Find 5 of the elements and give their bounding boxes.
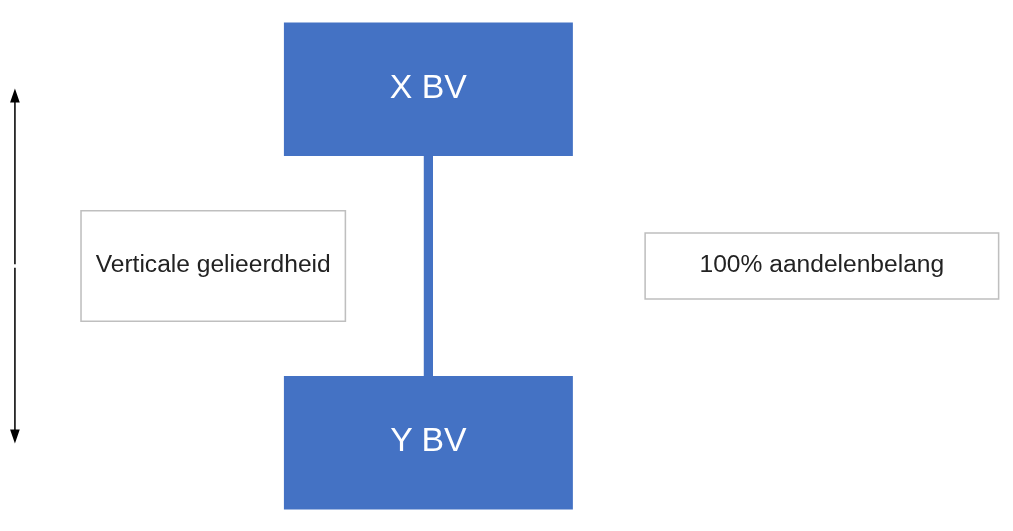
node-box: X BV	[283, 21, 573, 156]
node-box: Y BV	[283, 375, 573, 510]
connector	[423, 155, 433, 377]
node-box: Verticale gelieerdheid	[80, 209, 347, 322]
node-box: 100% aandelenbelang	[644, 231, 1000, 300]
